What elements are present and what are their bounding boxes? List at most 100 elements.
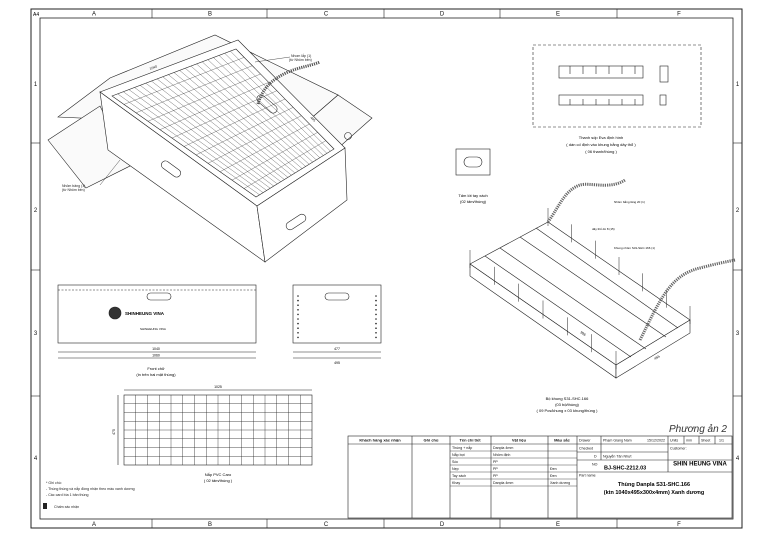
- front-brand-print: SHINHEUNG VINA: [125, 311, 165, 316]
- tb-header-part: Tên chi tiết: [459, 438, 481, 443]
- row-label-right: 1: [736, 82, 740, 88]
- tb-d-value: Nguyễn Tân Nhựt: [603, 454, 632, 459]
- tb-product-name: Thùng Danpla S31-SHC.166: [618, 482, 690, 488]
- frame-callout-2: dây thổ dù 8 (15): [592, 227, 615, 231]
- isometric-mesh-grid: [117, 51, 331, 195]
- col-label-bottom: E: [556, 522, 560, 528]
- frame-subtitle-2: ( 09 Pcs/khung x 03 khung/thùng ): [537, 408, 599, 413]
- rivet: [375, 318, 377, 320]
- grid-reference-labels: [31, 9, 742, 528]
- divider-subtitle-1: ( dán cố định vào khung bằng dây thổ ): [566, 142, 636, 147]
- iso-callout-top: Nhom lắp (1): [291, 53, 311, 58]
- frame-vertical-posts: [469, 208, 691, 369]
- tb-product-spec: (ktn 1040x495x300x4mm) Xanh dương: [604, 490, 705, 496]
- option-label: Phương ản 2: [669, 423, 727, 435]
- rivet: [375, 313, 377, 316]
- title-block-row-lines: [450, 450, 577, 487]
- side-dim-width: 477: [334, 347, 340, 351]
- iso-callout-leader: [99, 159, 121, 186]
- front-dim-width: 1040: [152, 347, 160, 351]
- mesh-line: [183, 98, 286, 147]
- iso-callout-top-sub: (từ Nhôm bên): [289, 58, 312, 62]
- rivet: [375, 299, 377, 302]
- row-label-left: 2: [34, 208, 38, 214]
- mesh-line: [147, 73, 261, 122]
- col-label-top: A: [92, 12, 96, 18]
- frame-dim-width: 455: [654, 354, 661, 360]
- lid-dim-width: 1025: [214, 385, 222, 389]
- tb-row-part: Sóc: [452, 460, 458, 464]
- sheet-size-label: A4: [33, 12, 39, 18]
- tb-checked-label: Checked: [579, 447, 593, 451]
- tb-row-part: Thùng + nắp: [452, 445, 472, 450]
- tb-row-color: Xanh dương: [550, 481, 570, 485]
- front-view-subtitle: (in trên hai mặt thùng): [136, 372, 176, 377]
- aluminum-frame-isometric: [469, 221, 691, 379]
- col-label-bottom: B: [208, 522, 212, 528]
- outer-frame: [30, 8, 743, 529]
- mesh-line: [243, 140, 326, 189]
- inner-frame: [39, 17, 734, 520]
- rivet: [297, 299, 299, 302]
- notes-line-2: - Các card bìa 1 bản thùng: [46, 493, 89, 497]
- mesh-line: [195, 107, 294, 156]
- rivet: [375, 322, 377, 325]
- tb-d-label: D: [594, 455, 597, 459]
- iso-callout-left-sub: (từ Nhôm bên): [62, 188, 85, 192]
- approval-mark-icon: [43, 503, 47, 509]
- lid-grid-lines: [124, 395, 312, 465]
- tb-header-customer: Khách hàng xác nhận: [359, 438, 401, 443]
- notes-approval: Chấm xác nhận: [54, 505, 79, 509]
- mesh-line: [207, 115, 302, 164]
- row-label-left: 4: [34, 456, 38, 462]
- tb-drawing-number: BJ-SHC-2212.03: [604, 466, 646, 472]
- row-label-right: 3: [736, 331, 740, 337]
- tb-row-material: Danpla 4mm: [493, 446, 513, 450]
- rivet: [297, 336, 299, 339]
- row-label-left: 3: [34, 331, 38, 337]
- frame-subtitle-1: (03 bộ/thùng): [555, 402, 579, 407]
- rivet: [375, 336, 377, 339]
- mesh-line: [231, 132, 318, 181]
- col-label-top: F: [677, 12, 681, 18]
- frame-callout-1: Nhôm bằng tăng 20 (1): [614, 199, 645, 204]
- isometric-box-view: [47, 34, 373, 263]
- front-elevation-view: [57, 284, 257, 359]
- lid-title: Nắp PVC Caro: [205, 472, 232, 477]
- mesh-line: [135, 65, 253, 113]
- side-dim-width-2: 495: [334, 361, 340, 365]
- col-label-bottom: A: [92, 522, 96, 528]
- tb-row-material: Nhôm định: [493, 453, 510, 457]
- tb-no-label: NO: [592, 463, 598, 467]
- side-view-rivets: [297, 295, 377, 339]
- tb-header-color: Màu sắc: [554, 438, 571, 443]
- col-label-top: D: [440, 12, 445, 18]
- tb-row-part: Nẹp: [452, 467, 459, 471]
- handle-plate-title: Tấm lót tay xách: [458, 193, 487, 198]
- mesh-line: [159, 82, 269, 130]
- rivet: [375, 304, 377, 307]
- side-elevation-view: [292, 284, 382, 359]
- lid-subtitle: ( 02 tấm/thùng ): [204, 478, 233, 483]
- tb-sheet-value: 1/1: [719, 439, 724, 443]
- rivet: [297, 309, 299, 311]
- divider-detail-box: [532, 44, 702, 128]
- tb-row-part: Nắp bọt: [452, 452, 465, 457]
- divider-subtitle-2: ( 06 thanh/thùng ): [585, 149, 617, 154]
- col-label-bottom: C: [324, 522, 329, 528]
- pvc-lid-view: [117, 389, 313, 466]
- frame-title: Bộ khung S31-SHC.166: [546, 396, 589, 401]
- rivet: [375, 295, 377, 297]
- rivet: [297, 322, 299, 325]
- rivet: [297, 327, 299, 330]
- tb-row-material: PP: [493, 467, 498, 471]
- tb-sheet-label: Sheet: [701, 439, 710, 443]
- rivet: [375, 332, 377, 334]
- rivet: [297, 313, 299, 316]
- handle-plate-subtitle: (02 tấm/thùng): [460, 199, 487, 204]
- divider-title: Thanh sốp Eva định hình: [579, 135, 623, 140]
- notes-line-1: - Thùng thùng và nắp đồng nhận theo màu …: [46, 486, 135, 491]
- mesh-line: [123, 57, 245, 105]
- tb-row-part: Tay xách: [452, 474, 466, 478]
